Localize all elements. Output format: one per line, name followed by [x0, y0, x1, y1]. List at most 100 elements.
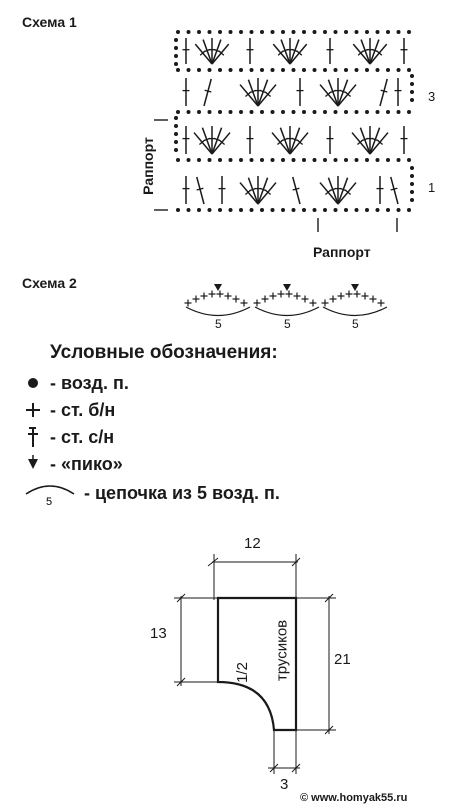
- dc-stitch: [247, 177, 259, 205]
- chain-dot: [396, 158, 401, 162]
- scheme2-title: Схема 2: [22, 275, 77, 291]
- chain-dot: [270, 30, 275, 34]
- picot-mark: [214, 284, 222, 291]
- chain-dot: [365, 30, 369, 34]
- chain-dot: [207, 68, 212, 72]
- dc-stitch: [289, 39, 300, 65]
- chain-dot: [354, 68, 359, 72]
- dc-stitch-bar: [390, 187, 398, 191]
- legend-title: Условные обозначения:: [50, 342, 278, 363]
- chain-dot: [174, 62, 178, 66]
- chain-dot: [197, 158, 201, 162]
- chain-dot: [302, 158, 306, 162]
- chain-dot: [396, 30, 401, 34]
- chain-dot: [407, 68, 411, 72]
- chain-arc: [254, 306, 320, 316]
- dc-stitch: [239, 182, 259, 205]
- chain-dot: [197, 30, 201, 34]
- chain-dot: [281, 30, 285, 34]
- chain-dot: [312, 68, 317, 72]
- chain-dot: [228, 158, 233, 162]
- left-height-label: 13: [150, 625, 167, 642]
- chain-dot: [323, 110, 327, 114]
- dc-stitch: [257, 177, 269, 205]
- chain-dot: [186, 68, 191, 72]
- dc-stitch: [390, 176, 399, 205]
- dc-stitch: [271, 132, 291, 155]
- dc-stitch: [201, 127, 213, 155]
- chain-dot: [354, 110, 359, 114]
- chain-dot: [239, 30, 243, 34]
- legend-item-chain: - возд. п.: [20, 371, 129, 395]
- chain-dot: [354, 30, 359, 34]
- legend-text-sc: - ст. б/н: [50, 399, 116, 420]
- dc-stitch-bar: [376, 139, 383, 145]
- chain-dot: [375, 30, 380, 34]
- chain-dot: [174, 124, 178, 128]
- vertical-repeat-label: Раппорт: [140, 137, 156, 195]
- chain-dot: [407, 30, 411, 34]
- dc-stitch-bar: [376, 50, 383, 56]
- chain-dot: [186, 30, 191, 34]
- chain-dot: [281, 158, 285, 162]
- dc-stitch-bar: [344, 91, 351, 97]
- dc-stitch: [196, 176, 205, 205]
- chain-dot: [239, 208, 243, 212]
- dc-stitch: [351, 132, 371, 155]
- dc-stitch: [247, 79, 259, 107]
- chain-dot: [260, 110, 264, 114]
- chain-dot: [386, 68, 390, 72]
- chain-dot: [207, 30, 212, 34]
- dc-stitch: [272, 43, 291, 65]
- dc-stitch: [369, 132, 389, 155]
- chain-dot: [176, 158, 180, 162]
- chain-dot: [228, 208, 233, 212]
- chain-dot: [197, 208, 201, 212]
- chain-dot: [174, 132, 178, 136]
- chain-dot: [281, 110, 285, 114]
- chain-dot: [291, 68, 296, 72]
- chain-dot: [375, 208, 380, 212]
- legend-text-dc: - ст. с/н: [50, 426, 115, 447]
- chain-dot: [291, 30, 296, 34]
- chain-dot: [386, 158, 390, 162]
- dc-stitch-bar: [296, 50, 303, 56]
- chain-dot: [207, 110, 212, 114]
- dc-stitch: [327, 79, 339, 107]
- chain-dot: [410, 82, 414, 86]
- chain-dot: [270, 68, 275, 72]
- chain-arc: [322, 306, 388, 316]
- scheme1-title: Схема 1: [22, 14, 77, 30]
- chain-dot: [228, 110, 233, 114]
- chain-dot: [407, 110, 411, 114]
- chain-dot: [365, 208, 369, 212]
- legend-item-sc: - ст. б/н: [20, 398, 115, 422]
- picot-mark: [351, 284, 359, 291]
- dc-stitch: [289, 127, 301, 155]
- chain-dot: [323, 68, 327, 72]
- dc-stitch: [279, 127, 291, 155]
- chain-dot: [176, 68, 180, 72]
- chain-dot: [218, 30, 222, 34]
- chain-dot: [410, 190, 414, 194]
- chain-dot: [291, 110, 296, 114]
- chain-dot: [197, 68, 201, 72]
- dc-stitch-bar: [292, 187, 300, 191]
- chain-dot: [186, 110, 191, 114]
- chain-dot: [410, 198, 414, 202]
- chain-dot: [323, 30, 327, 34]
- dc-stitch: [319, 182, 339, 205]
- chain-dot: [333, 30, 338, 34]
- chain-dot: [344, 208, 348, 212]
- chain-dot: [302, 68, 306, 72]
- triangle-down-icon: [20, 455, 46, 473]
- piece-name-label: трусиков: [273, 619, 291, 682]
- horizontal-repeat-label: Раппорт: [313, 244, 371, 260]
- chain-dot: [270, 110, 275, 114]
- chain-dot: [239, 158, 243, 162]
- chain-dot: [249, 110, 254, 114]
- vertical-repeat-bracket: [154, 119, 168, 211]
- chain-dot: [344, 30, 348, 34]
- chain-dot: [249, 208, 254, 212]
- dc-stitch: [211, 127, 223, 155]
